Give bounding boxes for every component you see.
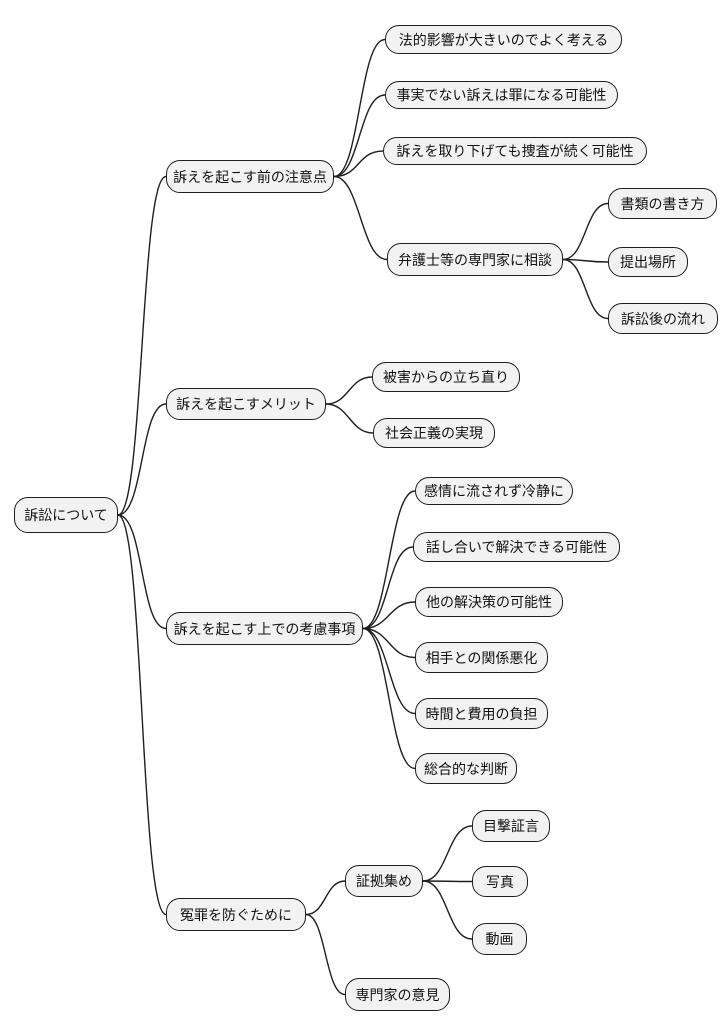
edge-branch0-child0 — [333, 38, 386, 178]
edge-branch2-child3 — [362, 627, 416, 659]
edge-root-branch0 — [117, 175, 167, 516]
edge-branch2-child5 — [362, 627, 416, 770]
edge-consult-place — [562, 258, 609, 263]
edge-consult-flow — [562, 258, 609, 320]
edge-branch0-child3 — [333, 175, 388, 261]
node-false-claim-crime: 事実でない訴えは罪になる可能性 — [385, 81, 618, 109]
node-time-cost-burden: 時間と費用の負担 — [415, 698, 548, 729]
edge-branch1-child1 — [325, 403, 374, 434]
node-post-lawsuit-flow: 訴訟後の流れ — [608, 303, 718, 334]
edge-root-branch3 — [117, 514, 167, 916]
node-branch-precautions: 訴えを起こす前の注意点 — [166, 160, 334, 193]
node-expert-opinion: 専門家の意見 — [345, 978, 450, 1011]
edge-evidence-video — [422, 880, 473, 940]
node-branch-considerations: 訴えを起こす上での考慮事項 — [166, 612, 363, 645]
edge-branch3-child0 — [305, 880, 346, 916]
node-stay-calm: 感情に流されず冷静に — [415, 477, 573, 505]
node-social-justice: 社会正義の実現 — [373, 418, 495, 448]
node-discussion-solution: 話し合いで解決できる可能性 — [413, 532, 620, 562]
node-root: 訴訟について — [14, 497, 118, 533]
node-consult-expert: 弁護士等の専門家に相談 — [387, 243, 563, 276]
node-witness-testimony: 目撃証言 — [472, 810, 550, 842]
node-legal-impact: 法的影響が大きいのでよく考える — [385, 25, 622, 54]
node-submission-place: 提出場所 — [608, 247, 688, 277]
edge-evidence-witness — [422, 825, 473, 882]
edge-consult-doc — [562, 202, 609, 261]
edge-branch0-child2 — [333, 150, 384, 178]
node-evidence-gathering: 証拠集め — [345, 865, 423, 897]
edge-root-branch1 — [117, 403, 167, 516]
node-overall-judgment: 総合的な判断 — [415, 753, 517, 784]
edge-branch2-child0 — [362, 490, 416, 630]
node-video: 動画 — [472, 923, 527, 955]
edge-branch0-child1 — [333, 94, 386, 178]
node-relationship-deterioration: 相手との関係悪化 — [415, 642, 548, 673]
node-branch-prevent-false-accusation: 冤罪を防ぐために — [166, 898, 306, 931]
edge-branch2-child4 — [362, 627, 416, 715]
node-other-solutions: 他の解決策の可能性 — [415, 587, 563, 617]
edge-evidence-photo — [422, 880, 473, 883]
edge-branch3-child1 — [305, 913, 346, 996]
node-branch-merits: 訴えを起こすメリット — [166, 388, 326, 420]
node-recovery: 被害からの立ち直り — [372, 362, 520, 392]
edge-branch2-child1 — [362, 546, 414, 630]
edge-root-branch2 — [117, 514, 167, 630]
edge-branch1-child0 — [325, 376, 373, 405]
node-document-writing: 書類の書き方 — [608, 188, 717, 219]
node-photo: 写真 — [472, 866, 528, 897]
node-withdrawal-investigation: 訴えを取り下げても捜査が続く可能性 — [383, 137, 647, 165]
edge-branch2-child2 — [362, 601, 416, 630]
